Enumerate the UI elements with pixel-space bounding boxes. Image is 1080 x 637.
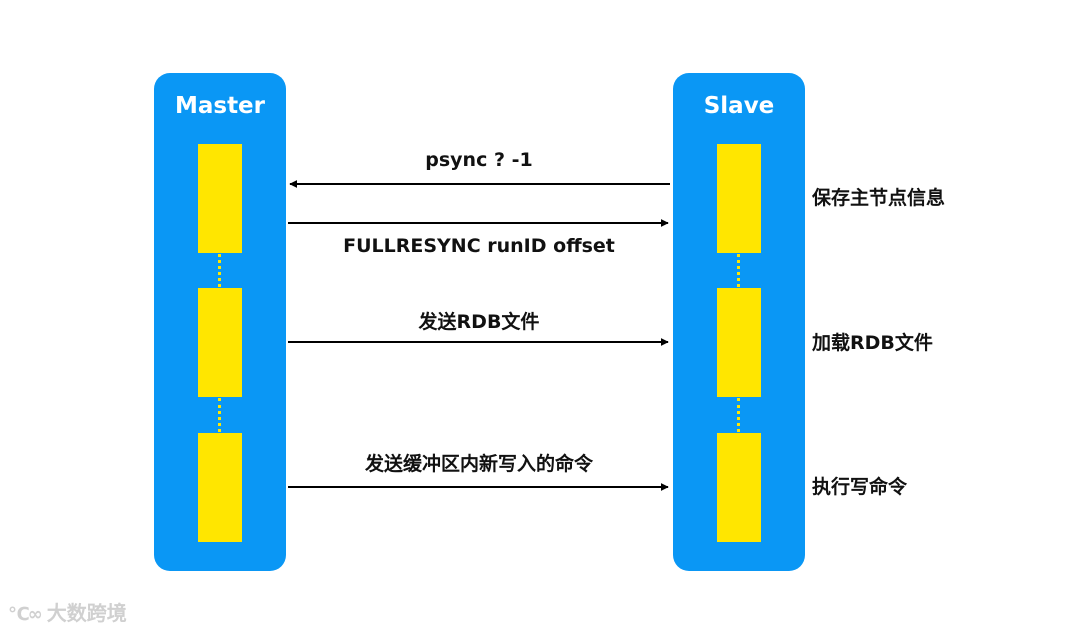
master-column: Master bbox=[154, 73, 286, 571]
send-rdb-label: 发送RDB文件 bbox=[418, 311, 540, 333]
slave-connector-1 bbox=[737, 254, 740, 287]
slave-block-3 bbox=[717, 433, 761, 542]
slave-block-2 bbox=[717, 288, 761, 397]
master-connector-2 bbox=[218, 398, 221, 432]
master-block-1 bbox=[198, 144, 242, 253]
save-master-info-label: 保存主节点信息 bbox=[812, 187, 946, 209]
psync-label: psync ? -1 bbox=[425, 149, 533, 171]
execute-write-label: 执行写命令 bbox=[812, 476, 908, 498]
slave-column: Slave bbox=[673, 73, 805, 571]
watermark-logo-icon: ℃∞ bbox=[8, 604, 43, 625]
master-title: Master bbox=[174, 93, 266, 119]
master-connector-1 bbox=[218, 254, 221, 287]
slave-block-1 bbox=[717, 144, 761, 253]
watermark-text: 大数跨境 bbox=[46, 601, 127, 625]
fullresync-label: FULLRESYNC runID offset bbox=[343, 235, 615, 257]
slave-connector-2 bbox=[737, 398, 740, 432]
slave-title: Slave bbox=[703, 93, 775, 119]
load-rdb-label: 加载RDB文件 bbox=[812, 332, 933, 354]
watermark: ℃∞大数跨境 bbox=[8, 600, 127, 628]
master-block-2 bbox=[198, 288, 242, 397]
master-block-3 bbox=[198, 433, 242, 542]
send-buffer-label: 发送缓冲区内新写入的命令 bbox=[364, 453, 593, 475]
